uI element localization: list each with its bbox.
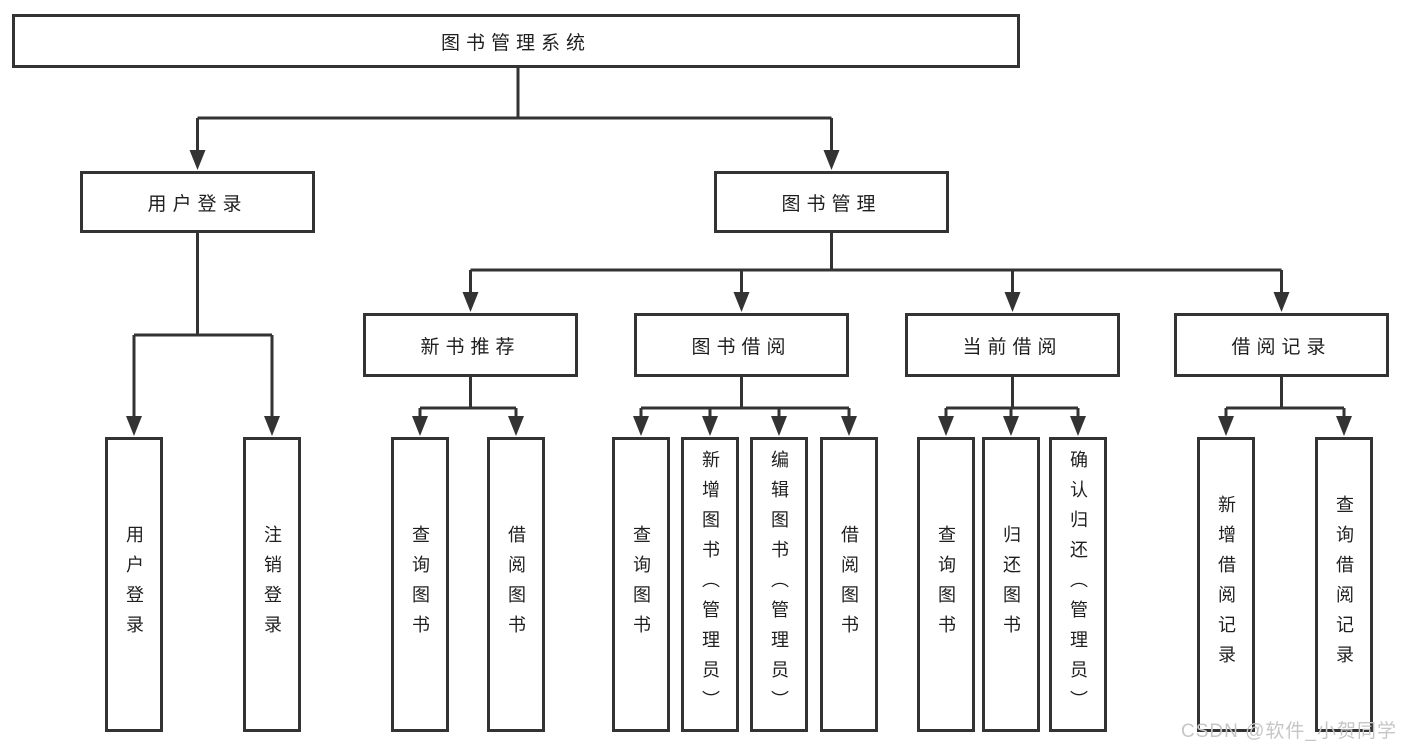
leaf-borrow-books-recommend: 借阅图书 — [487, 437, 545, 732]
arrowheads-level2 — [189, 150, 840, 170]
leaf-user-login: 用户登录 — [105, 437, 163, 732]
arrowheads-level3 — [462, 292, 1290, 312]
connector-login-to-leaves — [132, 233, 274, 418]
leaf-query-books-borrow: 查询图书 — [612, 437, 670, 732]
node-user-login: 用户登录 — [80, 171, 315, 233]
watermark: CSDN @软件_小贺同学 — [1181, 721, 1397, 742]
leaf-add-book-admin: 新增图书（管理员） — [681, 437, 739, 732]
node-borrow-records: 借阅记录 — [1174, 313, 1389, 377]
leaf-edit-book-admin: 编辑图书（管理员） — [750, 437, 808, 732]
connector-recommend-to-leaves — [418, 377, 518, 418]
leaf-query-books-recommend: 查询图书 — [391, 437, 449, 732]
leaf-borrow-books-borrow: 借阅图书 — [820, 437, 878, 732]
leaf-add-borrow-record: 新增借阅记录 — [1197, 437, 1255, 732]
node-current-borrow: 当前借阅 — [905, 313, 1120, 377]
connector-root-to-level2 — [196, 68, 833, 152]
connector-records-to-leaves — [1224, 377, 1346, 418]
connector-bookborrow-to-leaves — [639, 377, 851, 418]
node-root: 图书管理系统 — [12, 14, 1020, 68]
leaf-confirm-return-admin: 确认归还（管理员） — [1049, 437, 1107, 732]
leaf-query-books-current: 查询图书 — [917, 437, 975, 732]
arrowheads-leaves — [126, 416, 1352, 436]
leaf-return-books: 归还图书 — [982, 437, 1040, 732]
leaf-query-borrow-record: 查询借阅记录 — [1315, 437, 1373, 732]
node-book-management: 图书管理 — [714, 171, 949, 233]
node-book-borrow: 图书借阅 — [634, 313, 849, 377]
node-new-book-recommend: 新书推荐 — [363, 313, 578, 377]
connector-currentborrow-to-leaves — [944, 377, 1080, 418]
connector-mgmt-to-level3 — [469, 233, 1283, 294]
leaf-logout: 注销登录 — [243, 437, 301, 732]
